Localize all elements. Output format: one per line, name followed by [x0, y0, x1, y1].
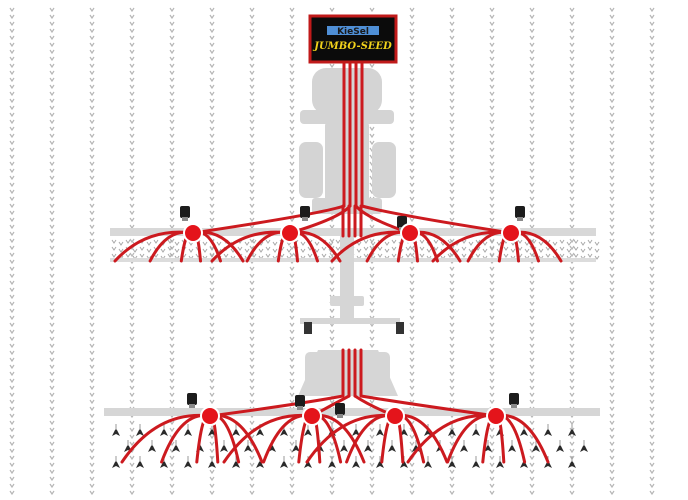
tine-icon — [448, 424, 456, 436]
seed-controller: KieSel JUMBO-SEED — [308, 14, 398, 64]
tine-icon — [376, 424, 384, 436]
tine-icon — [352, 456, 360, 468]
seed-row — [129, 7, 135, 496]
seed-hose — [208, 394, 345, 418]
seed-row — [89, 7, 95, 496]
distributor-head-icon — [486, 406, 506, 426]
tine-icon — [136, 456, 144, 468]
distributor-head-icon — [385, 406, 405, 426]
tine-icon — [208, 456, 216, 468]
controller-brand: KieSel — [337, 27, 369, 37]
seed-row — [9, 7, 15, 496]
tine-icon — [376, 456, 384, 468]
seed-row — [449, 7, 455, 496]
seed-hose — [360, 204, 513, 235]
upper-machine-body — [299, 68, 396, 214]
tine-icon — [160, 424, 168, 436]
hitch-connection — [300, 236, 404, 334]
tine-icon — [508, 440, 516, 452]
tine-icon — [172, 440, 180, 452]
tine-icon — [448, 456, 456, 468]
fan-motor-icon — [509, 393, 519, 408]
tine-icon — [220, 440, 228, 452]
tine-icon — [484, 440, 492, 452]
fan-motor-icon — [300, 206, 310, 221]
distributor-head-icon — [400, 223, 420, 243]
tine-icon — [472, 456, 480, 468]
tine-icon — [184, 424, 192, 436]
distributor-head-icon — [183, 223, 203, 243]
tine-icon — [328, 456, 336, 468]
tine-icon — [244, 440, 252, 452]
distributor-heads — [183, 223, 521, 426]
seed-hose — [359, 394, 498, 418]
seed-row — [409, 7, 415, 496]
seed-row — [49, 7, 55, 496]
distributor-head-icon — [280, 223, 300, 243]
tine-icon — [568, 424, 576, 436]
tine-icon — [472, 424, 480, 436]
tine-icon — [532, 440, 540, 452]
fan-motor-icon — [180, 206, 190, 221]
tine-icon — [424, 456, 432, 468]
tine-icon — [352, 424, 360, 436]
tine-icon — [136, 424, 144, 436]
tine-icon — [232, 424, 240, 436]
controller-model: JUMBO-SEED — [312, 41, 392, 52]
seed-row — [569, 7, 575, 496]
tine-icon — [580, 440, 588, 452]
tine-icon — [388, 440, 396, 452]
tine-icon — [292, 440, 300, 452]
tine-icon — [364, 440, 372, 452]
distributor-head-icon — [200, 406, 220, 426]
distributor-head-icon — [302, 406, 322, 426]
tine-icon — [112, 424, 120, 436]
fan-motor-icon — [187, 393, 197, 408]
seed-hose — [191, 204, 346, 235]
fan-motor-icon — [515, 206, 525, 221]
tine-icon — [280, 456, 288, 468]
seed-row — [649, 7, 655, 496]
tine-icon — [148, 440, 156, 452]
seed-rows — [9, 7, 655, 496]
tine-icon — [544, 424, 552, 436]
tine-icon — [460, 440, 468, 452]
tine-icon — [496, 456, 504, 468]
tine-icon — [556, 440, 564, 452]
tine-icon — [112, 456, 120, 468]
seed-row — [609, 7, 615, 496]
tine-icon — [184, 456, 192, 468]
distributor-head-icon — [501, 223, 521, 243]
tine-icon — [340, 440, 348, 452]
tine-icon — [568, 456, 576, 468]
fan-motor-icon — [295, 395, 305, 410]
fan-motor-icon — [335, 403, 345, 418]
